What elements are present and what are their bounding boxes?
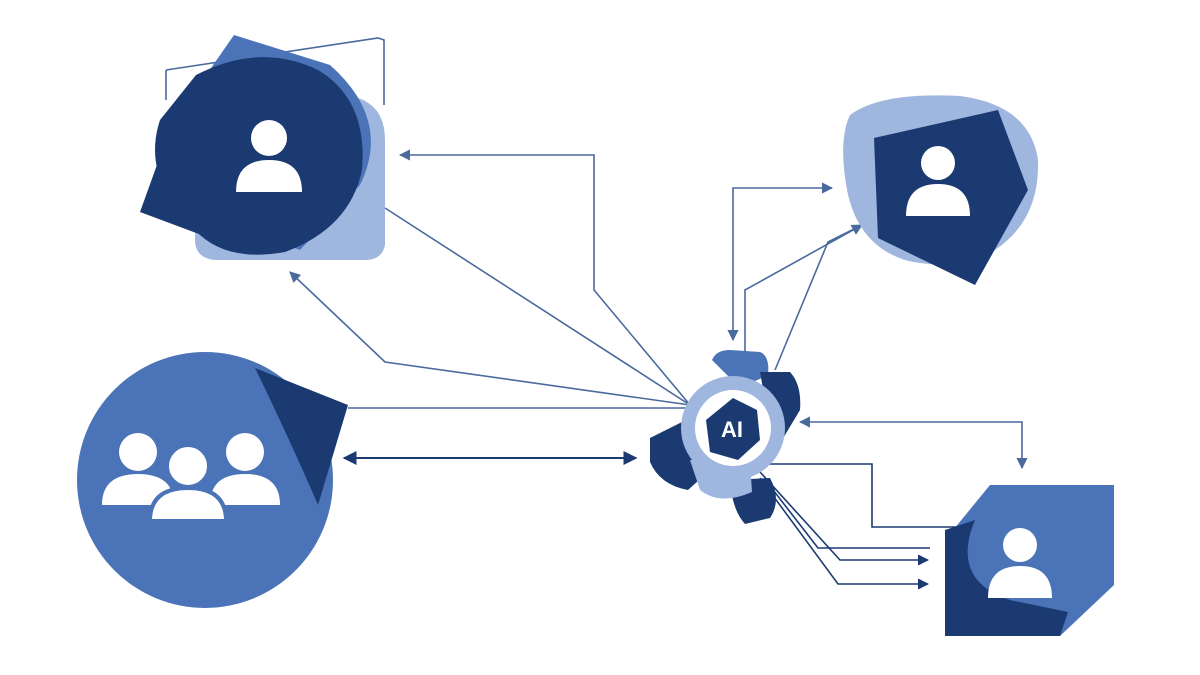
connector-hub-to-bottom-right-1 xyxy=(755,463,962,528)
user-node-bottom-right[interactable] xyxy=(945,485,1114,636)
ai-hub[interactable]: AI xyxy=(650,350,801,524)
connector-hub-to-bottom-right-2 xyxy=(759,471,930,566)
connector-hub-to-bottom-right-3 xyxy=(759,477,930,590)
connector-hub-to-top-left-lower xyxy=(289,271,691,406)
hub-core xyxy=(706,398,760,460)
person-icon xyxy=(988,528,1052,598)
connector-hub-to-bottom-right-top xyxy=(798,416,1028,470)
node-accent-shape xyxy=(255,368,348,505)
node-front-shape xyxy=(945,520,1068,636)
connectors xyxy=(289,149,1028,590)
hub-petal-right xyxy=(760,372,801,440)
connector-hub-to-top-right-lower xyxy=(774,225,861,371)
node-front-shape xyxy=(155,57,363,255)
people-group-icon xyxy=(102,433,280,523)
hub-petal-top xyxy=(712,350,769,388)
hub-label: AI xyxy=(721,417,743,442)
group-node-left[interactable] xyxy=(77,352,348,608)
connector-hub-to-top-left-upper xyxy=(398,149,691,406)
user-node-top-left[interactable] xyxy=(140,35,385,260)
node-corner-shape xyxy=(140,115,215,240)
connector-hub-to-top-left-diagonal xyxy=(384,207,691,406)
connector-hub-to-bottom-right-4 xyxy=(769,485,930,549)
person-icon xyxy=(906,146,970,216)
connector-hub-to-top-right-mid xyxy=(744,224,863,355)
connector-hub-to-top-right-upper xyxy=(727,182,834,342)
user-node-top-right[interactable] xyxy=(843,95,1039,285)
person-icon xyxy=(236,120,302,192)
